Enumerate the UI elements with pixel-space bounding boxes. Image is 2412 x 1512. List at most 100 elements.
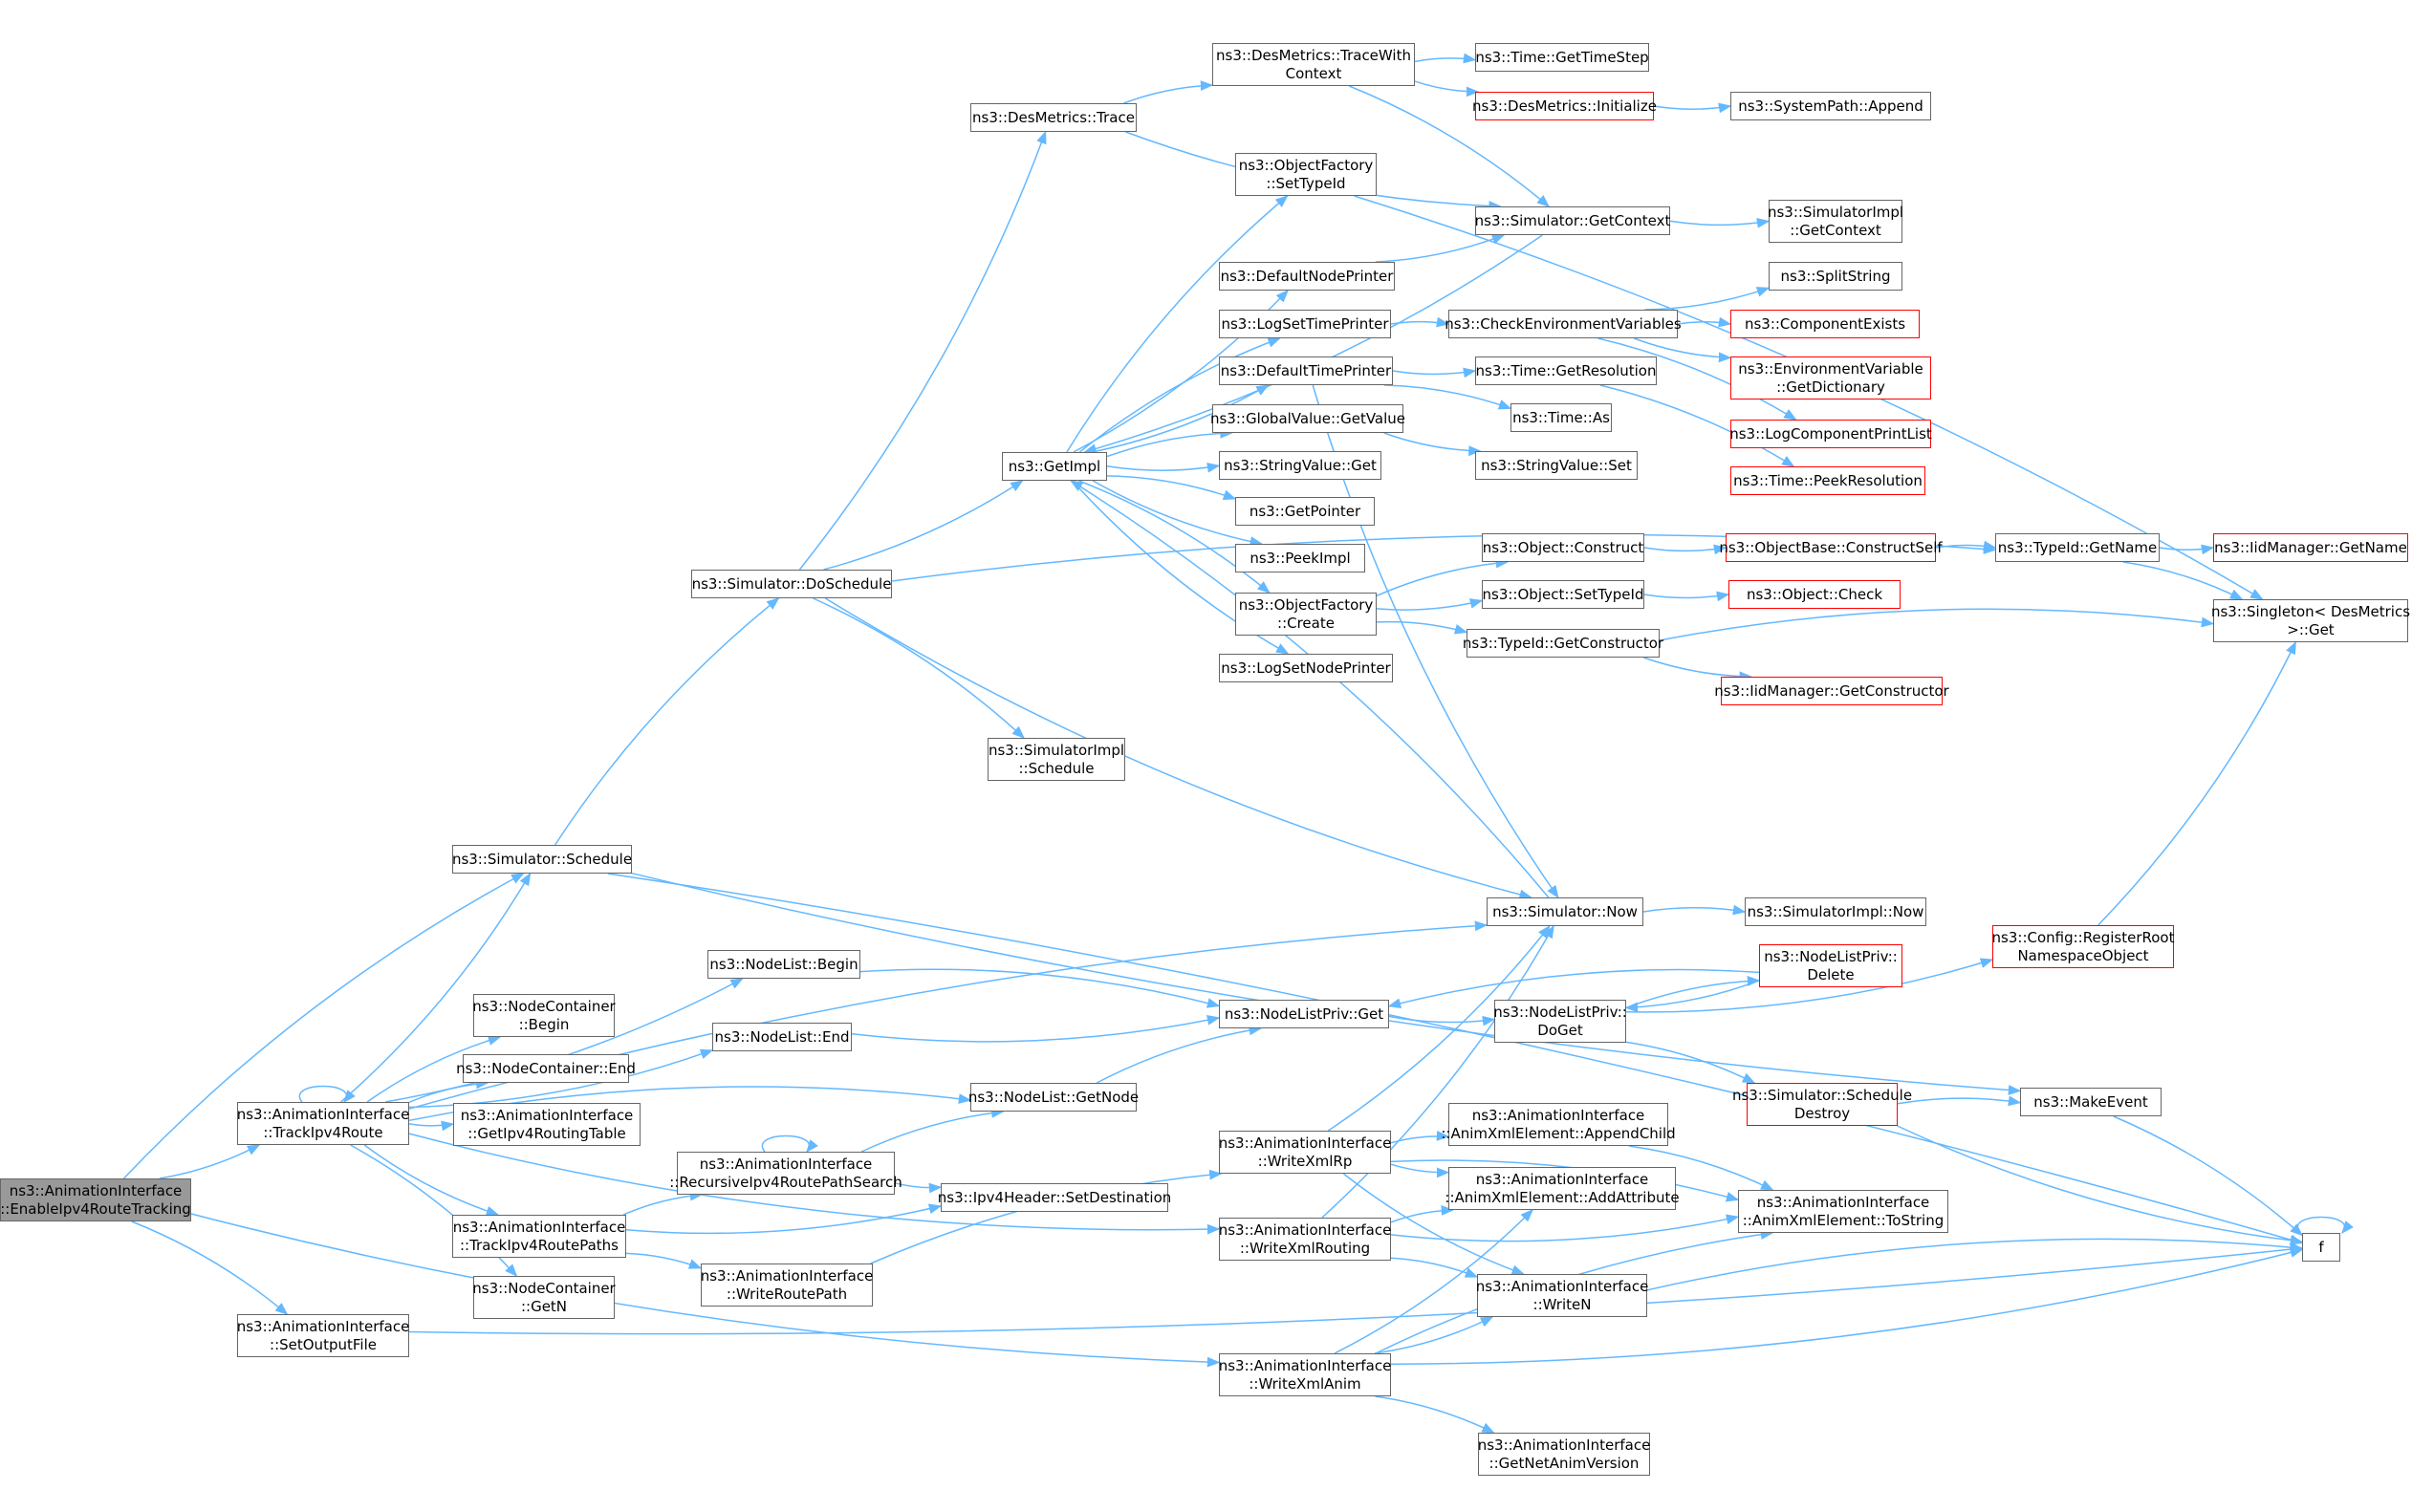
node-label-line: ns3::NodeList::End <box>714 1027 850 1046</box>
node-label-line: ns3::LogSetNodePrinter <box>1221 659 1391 677</box>
call-edge <box>1374 1316 1494 1354</box>
call-edge <box>761 1134 818 1154</box>
node-label-line: Context <box>1285 64 1342 82</box>
call-edge <box>1388 1015 1496 1026</box>
call-edge <box>1376 557 1510 597</box>
node-logsettimeprinter[interactable]: ns3::LogSetTimePrinter <box>1219 310 1391 338</box>
node-setdest[interactable]: ns3::Ipv4Header::SetDestination <box>938 1183 1171 1212</box>
node-typeidgetctor[interactable]: ns3::TypeId::GetConstructor <box>1463 629 1663 658</box>
node-envdict[interactable]: ns3::EnvironmentVariable::GetDictionary <box>1730 356 1931 400</box>
node-svget[interactable]: ns3::StringValue::Get <box>1219 451 1381 480</box>
node-desinit[interactable]: ns3::DesMetrics::Initialize <box>1472 92 1657 120</box>
call-edge <box>408 1133 1221 1235</box>
node-peekres[interactable]: ns3::Time::PeekResolution <box>1730 466 1925 495</box>
node-addattribute[interactable]: ns3::AnimationInterface::AnimXmlElement:… <box>1445 1167 1680 1210</box>
node-writen[interactable]: ns3::AnimationInterface::WriteN <box>1475 1274 1649 1317</box>
node-nlbegin[interactable]: ns3::NodeList::Begin <box>707 950 860 979</box>
node-logcompprint[interactable]: ns3::LogComponentPrintList <box>1729 420 1932 448</box>
node-trackroute[interactable]: ns3::AnimationInterface::TrackIpv4Route <box>237 1102 409 1145</box>
node-tostring[interactable]: ns3::AnimationInterface::AnimXmlElement:… <box>1738 1190 1948 1233</box>
node-ofsettypeid[interactable]: ns3::ObjectFactory::SetTypeId <box>1235 153 1377 196</box>
node-compexists[interactable]: ns3::ComponentExists <box>1730 310 1920 338</box>
node-label-line: ns3::Time::PeekResolution <box>1733 471 1923 489</box>
node-splitstring[interactable]: ns3::SplitString <box>1769 262 1902 291</box>
node-label-line: ::WriteXmlRp <box>1257 1152 1353 1170</box>
node-getcontext[interactable]: ns3::Simulator::GetContext <box>1475 206 1670 235</box>
call-edge <box>1123 80 1214 104</box>
node-gvgetvalue[interactable]: ns3::GlobalValue::GetValue <box>1210 404 1405 433</box>
node-label-line: DoGet <box>1537 1021 1583 1039</box>
node-implschedule[interactable]: ns3::SimulatorImpl::Schedule <box>988 738 1125 781</box>
call-edge <box>1659 608 2215 641</box>
node-nlgetnode[interactable]: ns3::NodeList::GetNode <box>968 1083 1139 1112</box>
node-ncend[interactable]: ns3::NodeContainer::End <box>456 1054 636 1083</box>
node-label-line: ns3::Time::GetResolution <box>1475 361 1657 379</box>
node-gettimestep[interactable]: ns3::Time::GetTimeStep <box>1475 43 1649 72</box>
node-timeas[interactable]: ns3::Time::As <box>1510 403 1612 432</box>
node-nlprivdelete[interactable]: ns3::NodeListPriv::Delete <box>1759 944 1902 987</box>
call-edge <box>1414 80 1480 97</box>
node-label-line: ns3::NodeList::Begin <box>709 955 858 973</box>
node-schedule[interactable]: ns3::Simulator::Schedule <box>452 845 632 874</box>
node-implgetcontext[interactable]: ns3::SimulatorImpl::GetContext <box>1768 200 1903 243</box>
node-ncbegin[interactable]: ns3::NodeContainer::Begin <box>472 994 616 1037</box>
node-logsetnodeprinter[interactable]: ns3::LogSetNodePrinter <box>1219 654 1393 682</box>
node-label-line: ns3::NodeListPriv:: <box>1493 1003 1627 1021</box>
node-label-line: ns3::NodeContainer::End <box>456 1059 636 1077</box>
node-recursive[interactable]: ns3::AnimationInterface::RecursiveIpv4Ro… <box>669 1152 902 1195</box>
node-singleton[interactable]: ns3::Singleton< DesMetrics>::Get <box>2211 599 2410 642</box>
call-edge <box>1106 475 1237 501</box>
node-objconstruct[interactable]: ns3::Object::Construct <box>1482 533 1644 562</box>
node-setoutput[interactable]: ns3::AnimationInterface::SetOutputFile <box>237 1314 409 1357</box>
call-edge <box>1677 316 1732 328</box>
node-timegetres[interactable]: ns3::Time::GetResolution <box>1475 356 1657 385</box>
node-writexmlanim[interactable]: ns3::AnimationInterface::WriteXmlAnim <box>1219 1353 1391 1396</box>
node-getnetanim[interactable]: ns3::AnimationInterface::GetNetAnimVersi… <box>1478 1433 1650 1476</box>
node-label-line: ns3::AnimationInterface <box>1475 1277 1649 1295</box>
node-deftimeprinter[interactable]: ns3::DefaultTimePrinter <box>1219 356 1393 385</box>
node-peekimpl[interactable]: ns3::PeekImpl <box>1235 544 1365 572</box>
call-edge <box>1390 1163 1450 1178</box>
node-getrouting[interactable]: ns3::AnimationInterface::GetIpv4RoutingT… <box>453 1103 641 1146</box>
node-nlend[interactable]: ns3::NodeList::End <box>712 1023 852 1051</box>
node-objsettypeid[interactable]: ns3::Object::SetTypeId <box>1482 580 1644 609</box>
node-sysappend[interactable]: ns3::SystemPath::Append <box>1730 92 1931 120</box>
node-checkenv[interactable]: ns3::CheckEnvironmentVariables <box>1445 310 1682 338</box>
node-label-line: ns3::Time::As <box>1512 408 1610 426</box>
node-nlprivdoget[interactable]: ns3::NodeListPriv::DoGet <box>1493 1000 1627 1043</box>
node-ofcreate[interactable]: ns3::ObjectFactory::Create <box>1235 593 1377 636</box>
node-makeevent[interactable]: ns3::MakeEvent <box>2020 1088 2162 1116</box>
node-obconstructself[interactable]: ns3::ObjectBase::ConstructSelf <box>1719 533 1943 562</box>
node-appendchild[interactable]: ns3::AnimationInterface::AnimXmlElement:… <box>1441 1103 1676 1146</box>
node-writexmlrp[interactable]: ns3::AnimationInterface::WriteXmlRp <box>1219 1131 1391 1174</box>
node-label-line: ns3::ObjectFactory <box>1238 156 1374 174</box>
node-nlprivget[interactable]: ns3::NodeListPriv::Get <box>1219 1000 1389 1028</box>
node-label-line: ns3::AnimationInterface <box>9 1181 183 1199</box>
node-getpointer[interactable]: ns3::GetPointer <box>1235 497 1375 526</box>
call-edge <box>813 597 1025 739</box>
call-edge <box>1106 462 1221 473</box>
node-writexmlrouting[interactable]: ns3::AnimationInterface::WriteXmlRouting <box>1219 1218 1391 1261</box>
node-ncgetn[interactable]: ns3::NodeContainer::GetN <box>472 1276 616 1319</box>
node-writeroutepath[interactable]: ns3::AnimationInterface::WriteRoutePath <box>701 1264 873 1307</box>
node-label-line: ::GetContext <box>1790 221 1881 239</box>
node-label-line: ns3::Object::Construct <box>1482 538 1644 556</box>
node-f[interactable]: f <box>2302 1233 2340 1262</box>
node-getimpl[interactable]: ns3::GetImpl <box>1002 452 1107 481</box>
node-iidgetctor[interactable]: ns3::IidManager::GetConstructor <box>1714 677 1949 705</box>
node-svset[interactable]: ns3::StringValue::Set <box>1475 451 1638 480</box>
node-iidgetname[interactable]: ns3::IidManager::GetName <box>2213 533 2408 562</box>
node-defnodeprinter[interactable]: ns3::DefaultNodePrinter <box>1219 262 1395 291</box>
node-destrace[interactable]: ns3::DesMetrics::Trace <box>970 103 1137 132</box>
node-doschedule[interactable]: ns3::Simulator::DoSchedule <box>691 570 892 598</box>
call-edge <box>1375 1395 1495 1434</box>
node-objcheck[interactable]: ns3::Object::Check <box>1728 580 1901 609</box>
node-trackpaths[interactable]: ns3::AnimationInterface::TrackIpv4RouteP… <box>452 1215 626 1258</box>
node-implnow[interactable]: ns3::SimulatorImpl::Now <box>1745 897 1926 926</box>
call-edge <box>1342 1173 1525 1275</box>
node-simnow[interactable]: ns3::Simulator::Now <box>1487 897 1643 926</box>
node-typeidgetname[interactable]: ns3::TypeId::GetName <box>1995 533 2160 562</box>
